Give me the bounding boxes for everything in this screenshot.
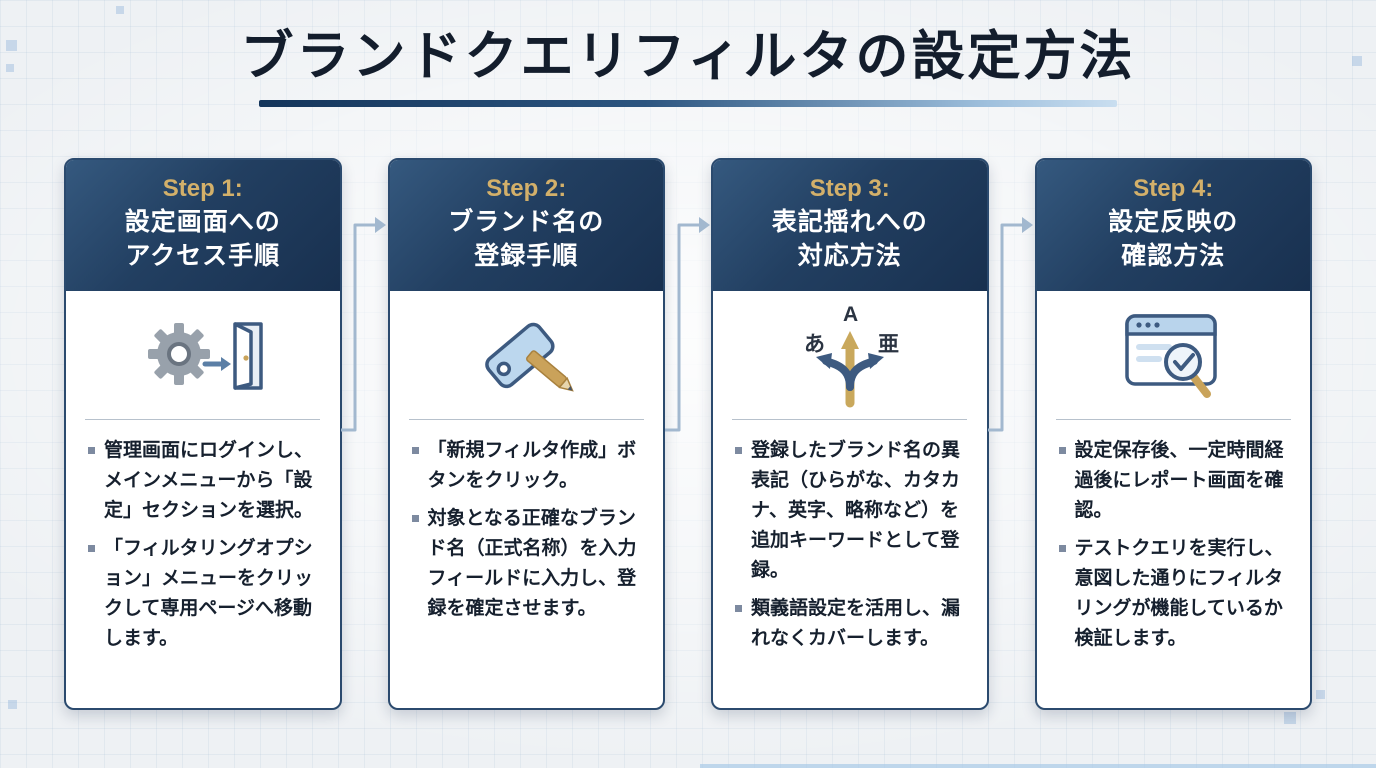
step-label: Step 4: xyxy=(1133,175,1214,202)
bullet-item: テストクエリを実行し、意図した通りにフィルタリングが機能しているか検証します。 xyxy=(1058,534,1297,654)
step-title-line: 表記揺れへの xyxy=(771,208,928,236)
bullet-list: 「新規フィルタ作成」ボタンをクリック。 対象となる正確なブランド名（正式名称）を… xyxy=(390,434,664,642)
divider xyxy=(85,418,321,420)
bullet-list: 設定保存後、一定時間経過後にレポート画面を確認。 テストクエリを実行し、意図した… xyxy=(1037,434,1311,672)
bullet-item: 管理画面にログインし、メインメニューから「設定」セクションを選択。 xyxy=(88,436,326,526)
step-card-1: Step 1: 設定画面への アクセス手順 xyxy=(64,158,342,710)
step-title-line: 確認方法 xyxy=(1121,241,1226,270)
step-header: Step 4: 設定反映の 確認方法 xyxy=(1036,160,1310,291)
bullet-item: 「フィルタリングオプション」メニューをクリックして専用ページへ移動します。 xyxy=(88,534,326,654)
steps-row: Step 1: 設定画面への アクセス手順 xyxy=(64,158,1312,710)
title-block: ブランドクエリフィルタの設定方法 xyxy=(0,24,1376,108)
page-title: ブランドクエリフィルタの設定方法 xyxy=(240,27,1136,86)
step-label: Step 3: xyxy=(809,175,890,202)
tag-pencil-icon xyxy=(390,291,664,419)
step-label: Step 2: xyxy=(486,175,567,202)
step-title-line: 設定画面への xyxy=(124,208,281,236)
branching-arrows-icon: あ A 亜 xyxy=(713,291,987,419)
step-title-line: ブランド名の xyxy=(448,208,605,236)
bullet-item: 「新規フィルタ作成」ボタンをクリック。 xyxy=(411,436,650,496)
title-underline xyxy=(259,100,1117,108)
bullet-item: 対象となる正確なブランド名（正式名称）を入力フィールドに入力し、登録を確定させま… xyxy=(411,504,650,624)
step-card-4: Step 4: 設定反映の 確認方法 xyxy=(1034,158,1312,710)
bullet-list: 管理画面にログインし、メインメニューから「設定」セクションを選択。 「フィルタリ… xyxy=(66,434,340,672)
decor-square xyxy=(1352,56,1362,66)
divider xyxy=(732,418,968,420)
decor-strip xyxy=(700,764,1376,768)
divider xyxy=(408,418,644,420)
step-title-line: 対応方法 xyxy=(797,241,902,270)
variant-label-latin: A xyxy=(843,303,858,326)
divider xyxy=(1055,418,1291,420)
bullet-item: 類義語設定を活用し、漏れなくカバーします。 xyxy=(735,594,973,654)
variant-label-kanji: 亜 xyxy=(878,333,899,356)
flow-arrow-2 xyxy=(665,217,710,432)
bullet-item: 設定保存後、一定時間経過後にレポート画面を確認。 xyxy=(1058,436,1297,526)
step-title-line: アクセス手順 xyxy=(125,241,281,270)
decor-square xyxy=(116,6,124,14)
decor-square xyxy=(6,40,17,51)
decor-square xyxy=(1284,712,1296,724)
step-title-line: 登録手順 xyxy=(474,241,579,270)
flow-arrow-3 xyxy=(988,217,1033,432)
decor-square xyxy=(6,64,14,72)
decor-square xyxy=(8,700,17,709)
bullet-list: 登録したブランド名の異表記（ひらがな、カタカナ、英字、略称など）を追加キーワード… xyxy=(713,434,987,672)
step-header: Step 3: 表記揺れへの 対応方法 xyxy=(713,160,987,291)
variant-label-hiragana: あ xyxy=(804,333,825,356)
step-header: Step 1: 設定画面への アクセス手順 xyxy=(66,160,340,291)
step-label: Step 1: xyxy=(162,175,243,202)
step-card-3: Step 3: 表記揺れへの 対応方法 あ A 亜 xyxy=(711,158,989,710)
decor-square xyxy=(1316,690,1325,699)
gear-door-icon xyxy=(66,291,340,419)
step-title-line: 設定反映の xyxy=(1108,208,1239,236)
step-card-2: Step 2: ブランド名の 登録手順 xyxy=(387,158,665,710)
flow-arrow-1 xyxy=(341,217,386,432)
bullet-item: 登録したブランド名の異表記（ひらがな、カタカナ、英字、略称など）を追加キーワード… xyxy=(735,436,973,586)
step-header: Step 2: ブランド名の 登録手順 xyxy=(389,160,663,291)
report-check-icon xyxy=(1037,291,1311,419)
